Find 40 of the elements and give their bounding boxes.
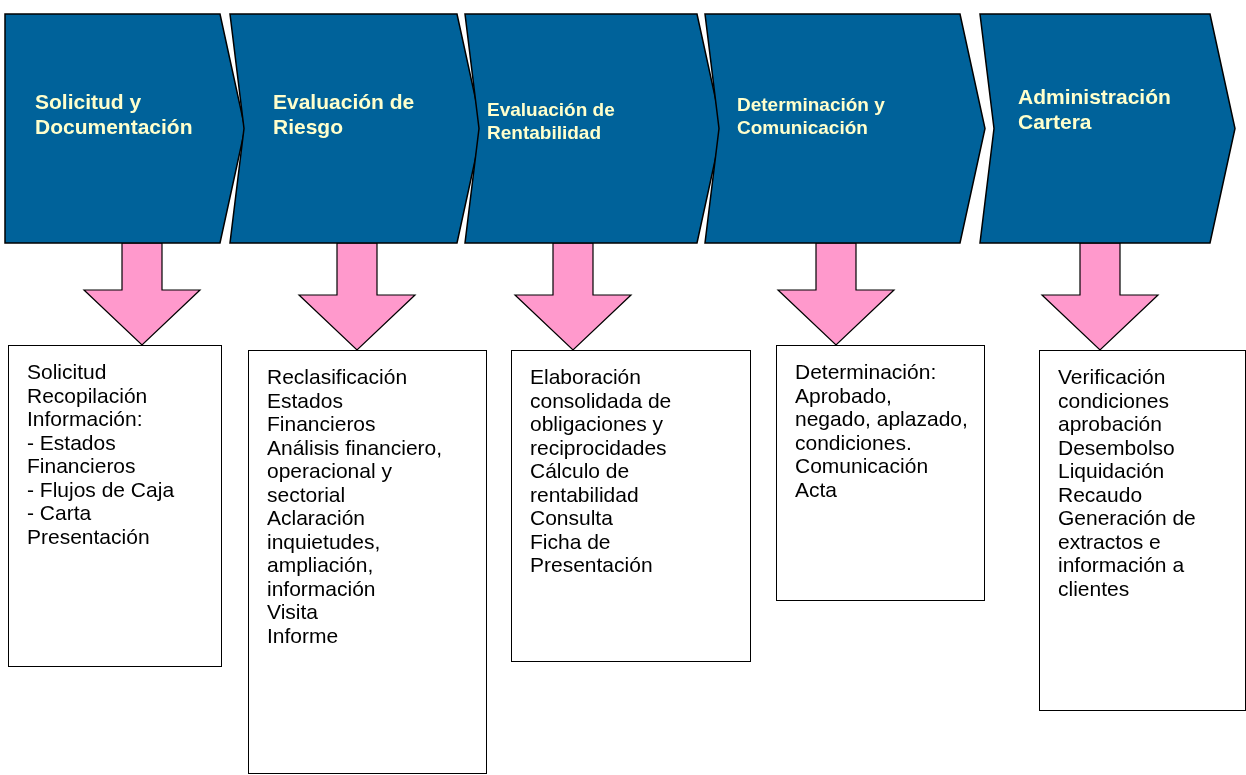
detail-text: Acta: [795, 477, 839, 502]
block-arrow: [1040, 242, 1160, 351]
block-arrow: [297, 242, 417, 351]
step-title: Determinación y Comunicación: [737, 94, 886, 140]
detail-text: Consulta: [530, 506, 614, 530]
detail-text: Aclaración inquietudes, ampliación, información: [267, 506, 382, 601]
detail-text: Solicitud: [27, 360, 108, 384]
detail-text: Verificación condiciones aprobación: [1058, 365, 1170, 436]
text-box: [248, 350, 487, 774]
chevron-step: [5, 14, 245, 243]
detail-text: Elaboración consolidada de obligaciones y reciprocidades: [530, 365, 673, 460]
detail-text: Análisis financiero, operacional y sectorial: [267, 435, 444, 507]
detail-text: Recopilación Información:: [27, 383, 149, 431]
text-box: [1039, 350, 1246, 711]
step-title: Solicitud y Documentación: [35, 89, 194, 140]
block-arrow: [82, 242, 202, 346]
step-title: Administración Cartera: [1018, 84, 1172, 135]
detail-text: - Flujos de Caja: [27, 477, 176, 502]
block-arrow: [776, 242, 896, 346]
detail-text: Comunicación: [795, 454, 930, 478]
text-box: [511, 350, 751, 662]
step-title: Evaluación de Rentabilidad: [487, 99, 616, 145]
detail-text: - Estados Financieros: [27, 430, 137, 478]
detail-text: Cálculo de rentabilidad: [530, 459, 640, 507]
detail-text: Generación de extractos e información a clientes: [1058, 506, 1197, 601]
detail-text: Recaudo: [1058, 482, 1144, 507]
detail-text: Informe: [267, 623, 340, 648]
block-arrow: [513, 242, 633, 351]
detail-text: Visita: [267, 600, 319, 624]
detail-text: - Carta Presentación: [27, 501, 151, 549]
text-box: [8, 345, 222, 667]
detail-text: Ficha de Presentación: [530, 529, 654, 577]
detail-text: Desembolso: [1058, 435, 1176, 460]
chevron-step: [705, 14, 985, 243]
text-box: [776, 345, 985, 601]
detail-text: Determinación: Aprobado, negado, aplazado, condiciones.: [795, 360, 969, 455]
detail-text: Liquidación: [1058, 459, 1166, 483]
chevron-step: [980, 14, 1235, 243]
step-title: Evaluación de Riesgo: [273, 89, 416, 140]
detail-text: Reclasificación Estados Financieros: [267, 365, 409, 436]
